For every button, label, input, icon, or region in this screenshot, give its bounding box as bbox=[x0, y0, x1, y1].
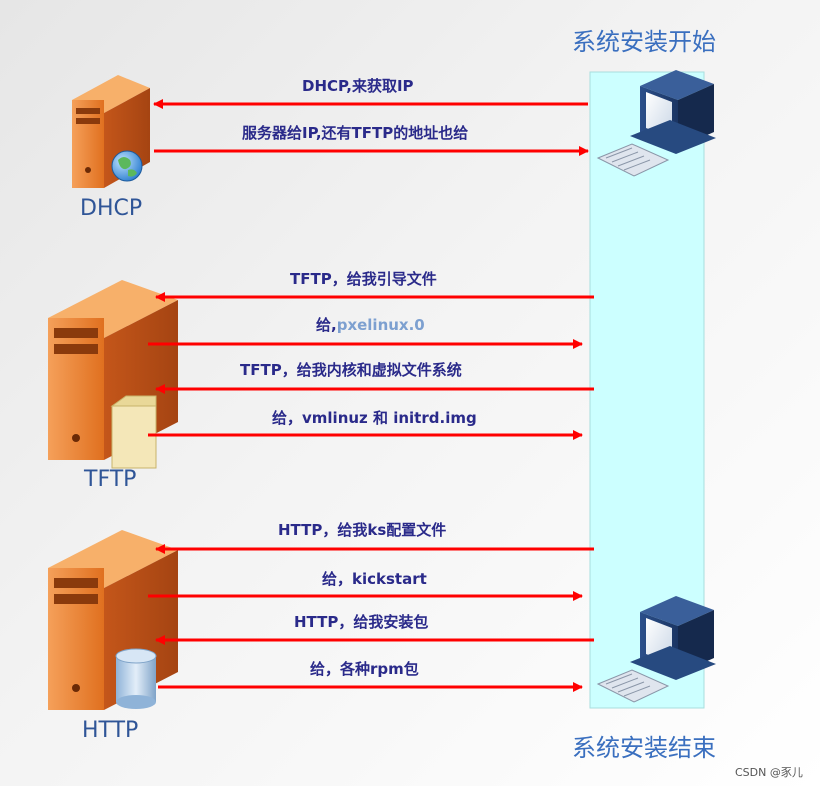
msg-tftp-request-boot: TFTP，给我引导文件 bbox=[290, 270, 437, 288]
tftp-server-icon bbox=[48, 280, 178, 469]
msg-http-reply-pkgs: 给，各种rpm包 bbox=[310, 660, 419, 678]
msg-http-reply-ks: 给，kickstart bbox=[322, 570, 427, 588]
footer-watermark: CSDN @豕儿 bbox=[735, 766, 803, 779]
msg-tftp-reply-boot-file: pxelinux.0 bbox=[336, 316, 425, 334]
title-install-end: 系统安装结束 bbox=[572, 734, 716, 762]
dhcp-server-icon bbox=[72, 75, 150, 188]
http-server-icon bbox=[48, 530, 178, 710]
msg-dhcp-reply: 服务器给IP,还有TFTP的地址也给 bbox=[242, 124, 469, 142]
msg-tftp-reply-boot: 给,pxelinux.0 bbox=[316, 314, 425, 335]
msg-tftp-reply-boot-prefix: 给, bbox=[316, 316, 337, 334]
server-name-dhcp: DHCP bbox=[80, 196, 143, 221]
msg-http-request-ks: HTTP，给我ks配置文件 bbox=[278, 521, 447, 539]
server-name-http: HTTP bbox=[82, 718, 139, 743]
client-computer-top-icon bbox=[596, 70, 716, 177]
msg-tftp-request-kernel: TFTP，给我内核和虚拟文件系统 bbox=[240, 361, 462, 379]
msg-http-request-pkgs: HTTP，给我安装包 bbox=[294, 613, 429, 631]
client-computer-bottom-icon bbox=[596, 596, 716, 703]
msg-dhcp-request: DHCP,来获取IP bbox=[302, 77, 414, 95]
msg-tftp-reply-kernel: 给，vmlinuz 和 initrd.img bbox=[272, 409, 477, 427]
title-install-start: 系统安装开始 bbox=[572, 28, 716, 56]
server-name-tftp: TFTP bbox=[84, 467, 137, 492]
